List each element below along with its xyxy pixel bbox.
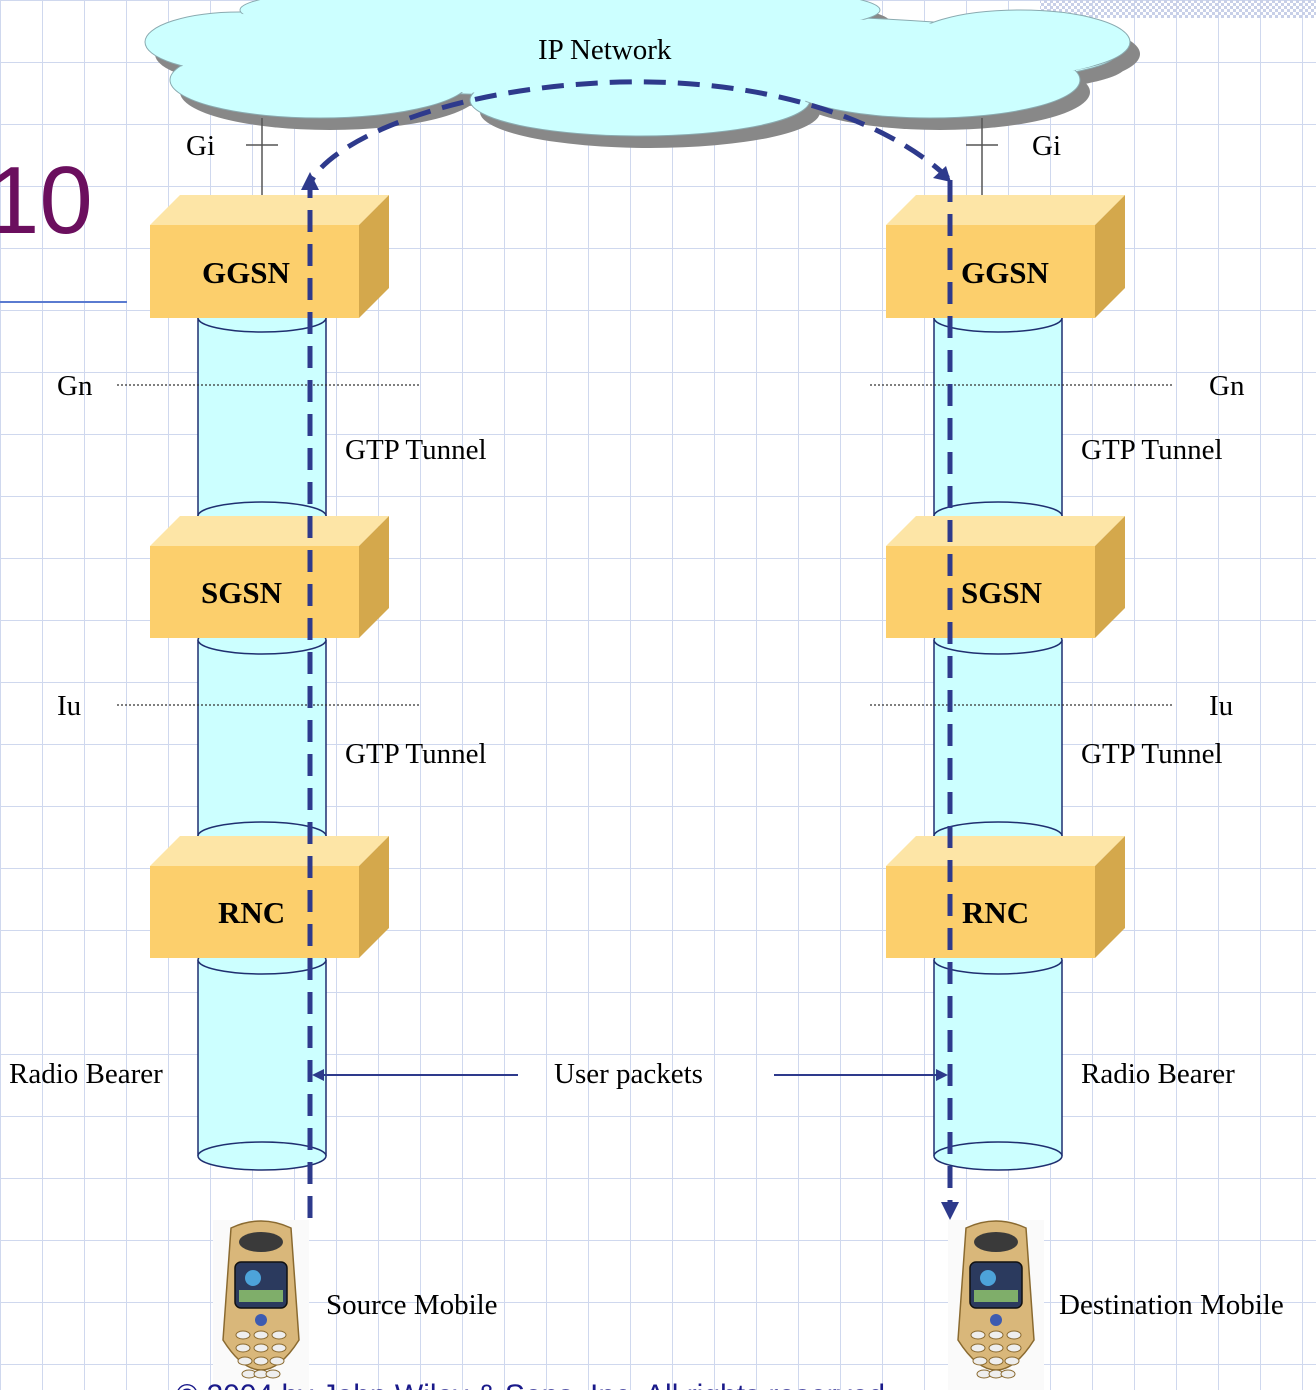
ip-network-cloud (144, 0, 1140, 148)
right-gn-tunnel-cylinder (933, 303, 1063, 531)
left-ggsn-node (150, 195, 389, 318)
left-gn-tunnel-cylinder (197, 303, 327, 531)
radio-bearer-label-left: Radio Bearer (9, 1058, 163, 1090)
left-sgsn-node (150, 516, 389, 638)
left-iu-tunnel-cylinder (197, 625, 327, 851)
right-sgsn-node (886, 516, 1125, 638)
left-sgsn-label: SGSN (201, 575, 282, 610)
packet-path-arrowhead-top-left (301, 172, 319, 190)
right-ggsn-label: GGSN (961, 255, 1049, 290)
iu-label-right: Iu (1209, 690, 1233, 722)
gtp-tunnel-label-right-gn: GTP Tunnel (1081, 434, 1223, 466)
slide-number: 10 (0, 147, 93, 254)
gtp-tunnel-label-right-iu: GTP Tunnel (1081, 738, 1223, 770)
left-rnc-node (150, 836, 389, 958)
right-sgsn-label: SGSN (961, 575, 1042, 610)
packet-path-dashed (307, 79, 950, 1218)
right-rnc-node (886, 836, 1125, 958)
left-radio-bearer-cylinder (197, 945, 327, 1171)
gn-label-right: Gn (1209, 370, 1245, 402)
iu-label-left: Iu (57, 690, 81, 722)
source-mobile-phone-icon (213, 1220, 309, 1390)
ip-network-label: IP Network (538, 34, 672, 66)
user-packets-label: User packets (554, 1058, 703, 1090)
radio-bearer-label-right: Radio Bearer (1081, 1058, 1235, 1090)
gn-label-left: Gn (57, 370, 93, 402)
destination-mobile-label: Destination Mobile (1059, 1289, 1284, 1321)
left-ggsn-label: GGSN (202, 255, 290, 290)
right-ggsn-node (886, 195, 1125, 318)
gi-label-right: Gi (1032, 130, 1061, 162)
footer-copyright: © 2004 by John Wiley & Sons, Inc. All ri… (176, 1379, 885, 1390)
packet-path-arrowhead-bottom (941, 1202, 959, 1220)
title-bar-decoration (1040, 0, 1316, 18)
right-rnc-label: RNC (962, 895, 1029, 930)
packet-path-arrowhead-top-right (933, 166, 951, 182)
gi-label-left: Gi (186, 130, 215, 162)
right-radio-bearer-cylinder (933, 945, 1063, 1171)
right-iu-tunnel-cylinder (933, 625, 1063, 851)
left-rnc-label: RNC (218, 895, 285, 930)
destination-mobile-phone-icon (948, 1220, 1044, 1390)
gtp-tunnel-label-left-iu: GTP Tunnel (345, 738, 487, 770)
gtp-tunnel-label-left-gn: GTP Tunnel (345, 434, 487, 466)
source-mobile-label: Source Mobile (326, 1289, 498, 1321)
